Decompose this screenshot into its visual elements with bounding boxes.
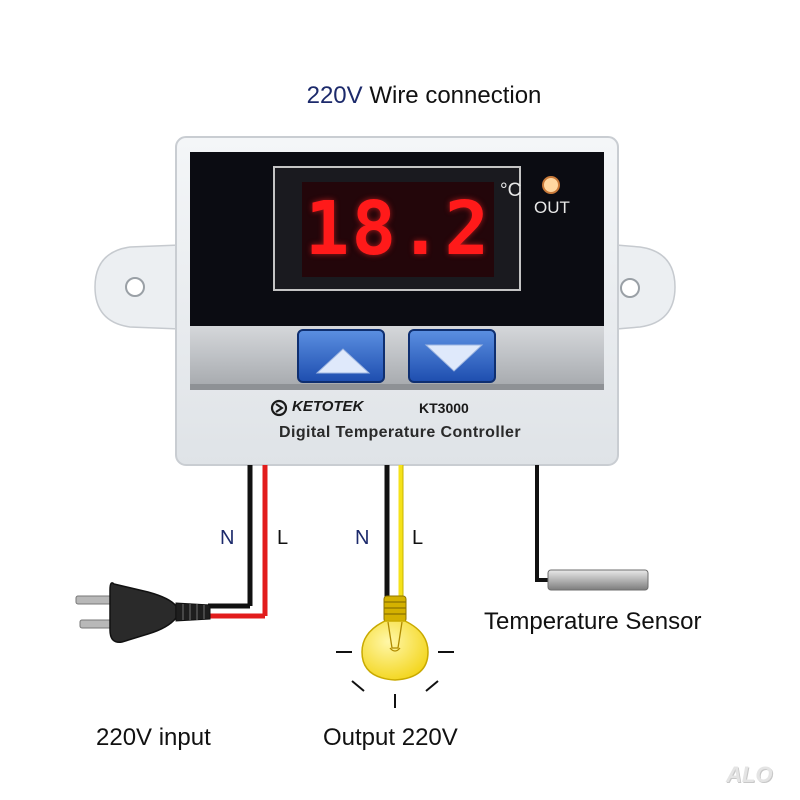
brand-name: KETOTEK: [292, 398, 364, 415]
title-text: Wire connection: [369, 82, 542, 109]
diagram-title: 220V Wire connection: [0, 82, 800, 110]
triangle-up-icon: [315, 348, 371, 374]
input-l-label: L: [277, 527, 289, 549]
output-label: Output 220V: [323, 724, 458, 751]
temperature-display: 18.2: [304, 186, 492, 272]
power-plug-icon: [75, 582, 211, 643]
light-rays: [336, 651, 454, 708]
watermark: ALO: [726, 762, 773, 787]
out-led-icon: [542, 176, 560, 194]
model-number: KT3000: [419, 400, 469, 416]
button-band: [190, 326, 604, 384]
led-panel: [302, 182, 494, 277]
right-mounting-ear: [615, 244, 676, 330]
sensor-cable: [535, 465, 548, 582]
unit-label: °C: [500, 180, 522, 201]
triangle-down-icon: [424, 344, 484, 372]
output-l-label: L: [412, 527, 424, 549]
temperature-sensor-probe: [547, 569, 649, 591]
right-mounting-hole: [620, 278, 640, 298]
left-mounting-hole: [125, 277, 145, 297]
title-voltage: 220V: [306, 82, 363, 109]
sensor-label: Temperature Sensor: [484, 608, 702, 635]
output-n-label: N: [355, 527, 370, 549]
down-button[interactable]: [408, 329, 496, 383]
brand-logo-icon: [270, 399, 288, 417]
out-label: OUT: [534, 198, 570, 217]
input-n-label: N: [220, 527, 235, 549]
light-bulb-icon: [361, 595, 429, 681]
input-label: 220V input: [96, 724, 211, 751]
up-button[interactable]: [297, 329, 385, 383]
device-caption: Digital Temperature Controller: [279, 424, 521, 441]
